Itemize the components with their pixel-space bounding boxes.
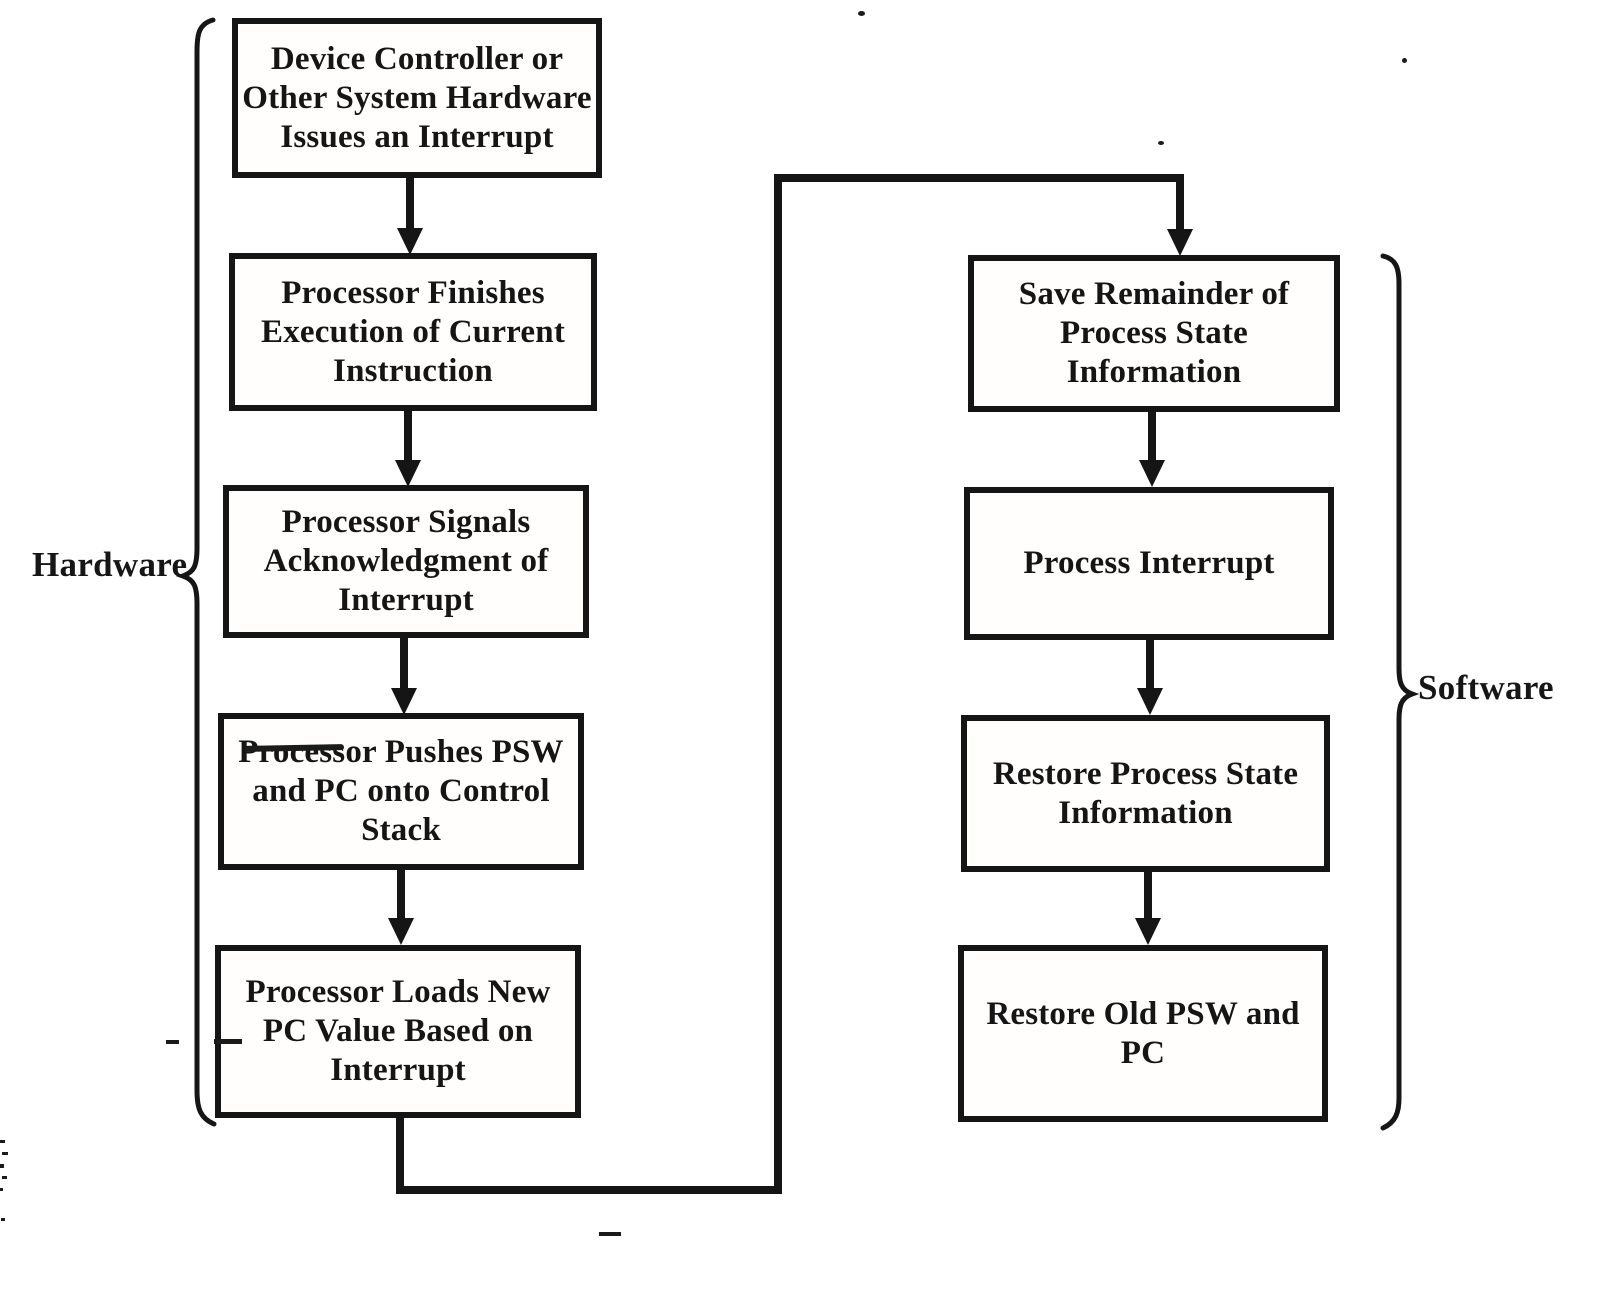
scan-margin-mark bbox=[0, 1188, 3, 1191]
connector-hardware-5-to-software-1 bbox=[396, 174, 1193, 1194]
arrow-hardware-1-to-2 bbox=[397, 178, 423, 255]
scan-margin-mark bbox=[0, 1164, 4, 1168]
flow-box-label: Processor Signals Acknowledgment of Inte… bbox=[263, 504, 549, 618]
flow-box-processor-pushes-psw-pc: Processor Pushes PSW and PC onto Control… bbox=[218, 713, 584, 870]
flow-box-restore-process-state: Restore Process State Information bbox=[961, 715, 1330, 872]
scan-margin-mark bbox=[1, 1218, 5, 1221]
flow-box-label: Processor Loads New PC Value Based on In… bbox=[245, 974, 551, 1088]
arrow-software-1-to-2 bbox=[1139, 412, 1165, 487]
scan-margin-mark bbox=[0, 1140, 5, 1143]
arrow-hardware-3-to-4 bbox=[391, 638, 417, 715]
flow-box-label: Processor Finishes Execution of Current … bbox=[260, 274, 566, 389]
flow-box-restore-old-psw-pc: Restore Old PSW and PC bbox=[958, 945, 1328, 1122]
flow-box-label: Processor Pushes PSW and PC onto Control… bbox=[238, 734, 564, 848]
flow-box-label: Device Controller or Other System Hardwa… bbox=[242, 40, 592, 155]
arrow-hardware-2-to-3 bbox=[395, 411, 421, 487]
arrow-software-2-to-3 bbox=[1137, 640, 1163, 715]
scan-stray-dash bbox=[166, 1040, 179, 1044]
scan-margin-mark bbox=[2, 1176, 7, 1179]
flow-box-label: Restore Old PSW and PC bbox=[986, 995, 1300, 1071]
flow-box-save-remainder-process-state: Save Remainder of Process State Informat… bbox=[968, 255, 1340, 412]
scan-speck bbox=[858, 11, 865, 16]
arrow-hardware-4-to-5 bbox=[388, 870, 414, 945]
flow-box-process-interrupt: Process Interrupt bbox=[964, 487, 1334, 640]
arrow-software-3-to-4 bbox=[1135, 872, 1161, 945]
scan-stray-dash bbox=[599, 1232, 621, 1236]
flow-box-device-controller-issues-interrupt: Device Controller or Other System Hardwa… bbox=[232, 18, 602, 178]
flow-box-processor-signals-acknowledgment: Processor Signals Acknowledgment of Inte… bbox=[223, 485, 589, 638]
hardware-group-label: Hardware bbox=[32, 545, 188, 584]
scan-speck bbox=[1402, 58, 1407, 63]
flow-box-label: Restore Process State Information bbox=[992, 755, 1299, 831]
scan-stray-dash bbox=[214, 1039, 242, 1044]
flow-box-label: Save Remainder of Process State Informat… bbox=[1018, 276, 1290, 390]
software-brace bbox=[1380, 253, 1420, 1131]
flow-box-processor-finishes-instruction: Processor Finishes Execution of Current … bbox=[229, 253, 597, 411]
software-group-label: Software bbox=[1418, 668, 1554, 707]
scan-speck bbox=[1158, 141, 1164, 145]
flow-box-processor-loads-new-pc: Processor Loads New PC Value Based on In… bbox=[215, 945, 581, 1118]
scan-margin-mark bbox=[2, 1152, 8, 1155]
hardware-brace bbox=[175, 17, 217, 1127]
flow-box-label: Process Interrupt bbox=[1023, 545, 1275, 581]
